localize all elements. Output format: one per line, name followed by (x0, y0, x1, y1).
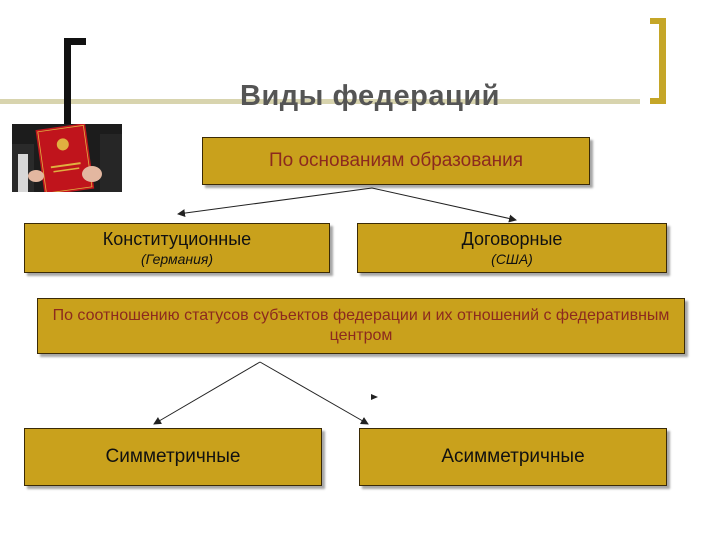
contractual-example: (США) (491, 251, 533, 267)
right-bracket-top (650, 18, 666, 24)
stray-arrowhead (371, 394, 378, 400)
arrow-to-contractual (371, 187, 517, 223)
arrow-to-constitutional (177, 187, 373, 218)
contractual-box: Договорные (США) (357, 223, 667, 273)
constitutional-label: Конституционные (102, 229, 252, 249)
formation-basis-label: По основаниям образования (268, 150, 524, 171)
right-bracket (659, 18, 666, 104)
constitutional-example: (Германия) (140, 251, 214, 267)
formation-basis-box: По основаниям образования (202, 137, 590, 185)
arrow-to-symmetric (153, 361, 261, 425)
asymmetric-box: Асимметричные (359, 428, 667, 486)
slide-title: Виды федераций (240, 80, 500, 112)
constitution-book-photo (12, 124, 122, 192)
left-bracket-top (64, 38, 86, 45)
header-rule (0, 99, 640, 104)
arrow-to-asymmetric (259, 361, 369, 425)
left-bracket (64, 38, 71, 126)
constitutional-box: Конституционные (Германия) (24, 223, 330, 273)
status-ratio-label: По соотношению статусов субъектов федера… (52, 307, 670, 344)
right-bracket-bottom (650, 98, 666, 104)
symmetric-box: Симметричные (24, 428, 322, 486)
symmetric-label: Симметричные (105, 446, 241, 467)
contractual-label: Договорные (461, 229, 563, 249)
status-ratio-box: По соотношению статусов субъектов федера… (37, 298, 685, 354)
asymmetric-label: Асимметричные (441, 446, 585, 467)
